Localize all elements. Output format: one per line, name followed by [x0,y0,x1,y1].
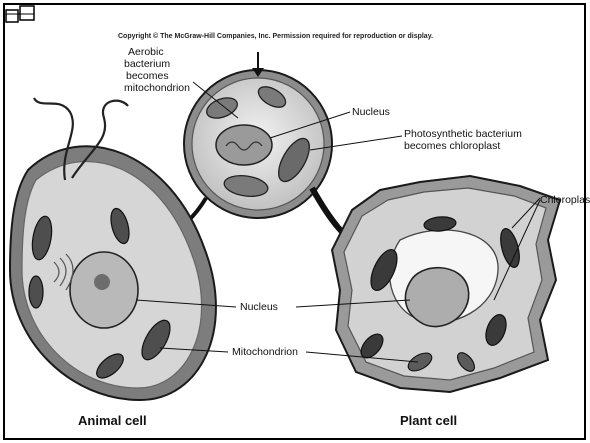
label-mitochondrion: Mitochondrion [232,346,298,358]
mitochondrion [29,276,43,308]
label-aerobic-line2: bacterium [124,58,170,70]
label-photosynthetic-line2: becomes chloroplast [404,140,500,152]
nucleus [216,125,272,165]
ancestral-cell [184,52,332,218]
label-chloroplast: Chloroplas [540,194,590,206]
label-aerobic-line3: becomes [126,70,169,82]
animal-nucleus [70,252,138,328]
caption-plant-cell: Plant cell [400,413,457,428]
label-aerobic-line1: Aerobic [128,46,164,58]
label-aerobic-line4: mitochondrion [124,82,190,94]
label-photosynthetic-line1: Photosynthetic bacterium [404,128,522,140]
label-nucleus-top: Nucleus [352,106,390,118]
plant-cell [332,176,560,392]
label-nucleus-middle: Nucleus [240,301,278,313]
caption-animal-cell: Animal cell [78,413,147,428]
